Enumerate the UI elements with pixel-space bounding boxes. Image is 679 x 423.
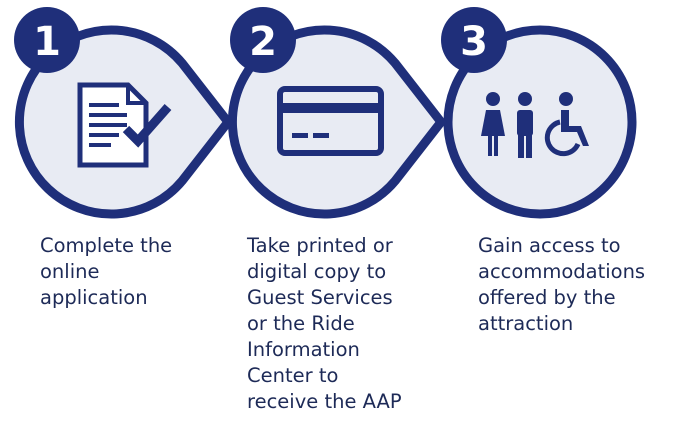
step-3: 3 xyxy=(441,7,637,219)
step-3-badge xyxy=(441,7,507,73)
step-1-badge xyxy=(14,7,80,73)
document-checkmark-icon xyxy=(77,82,172,168)
step-2-caption: Take printed or digital copy to Guest Se… xyxy=(247,234,402,413)
card-icon xyxy=(277,86,384,156)
step-1-caption: Complete the online application xyxy=(40,234,173,309)
step-3-number: 3 xyxy=(460,19,488,65)
step-1: 1 xyxy=(14,7,234,219)
step-3-circle xyxy=(443,25,637,219)
step-2: 2 xyxy=(227,7,447,219)
step-2-number: 2 xyxy=(249,19,277,65)
step-2-badge xyxy=(230,7,296,73)
step-3-caption: Gain access to accommodations offered by… xyxy=(478,234,646,335)
step-1-number: 1 xyxy=(33,19,61,65)
accessibility-people-icon xyxy=(481,92,589,158)
step-2-circle xyxy=(227,25,447,219)
